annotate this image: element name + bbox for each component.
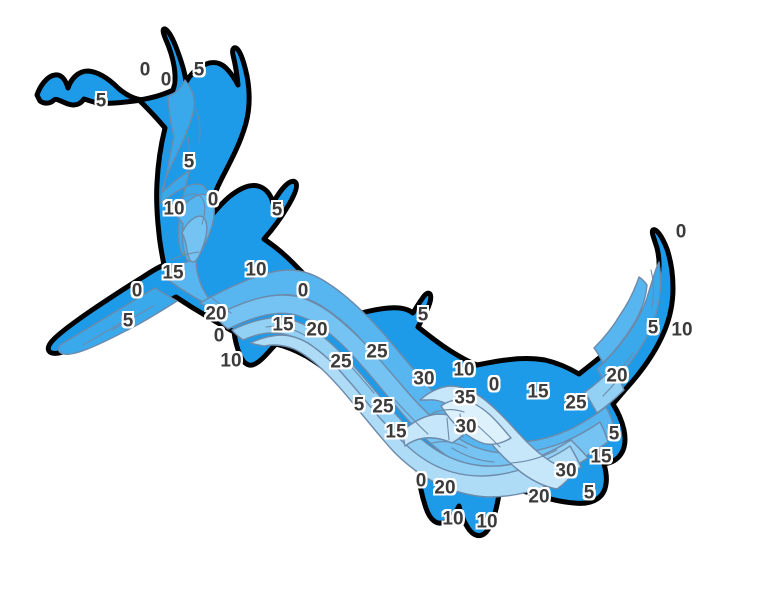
contour-band-25	[249, 334, 582, 498]
contour-10-main-trough	[199, 269, 616, 469]
lake-shoreline-outline	[34, 68, 145, 108]
contour-5-west-channel	[57, 287, 178, 355]
contour-25-main	[249, 334, 582, 498]
contour-20-east-lobe	[584, 367, 625, 414]
contour-10-east	[593, 276, 648, 364]
contour-15-northwest-spur	[181, 215, 208, 263]
contour-detail-lines	[82, 109, 654, 464]
